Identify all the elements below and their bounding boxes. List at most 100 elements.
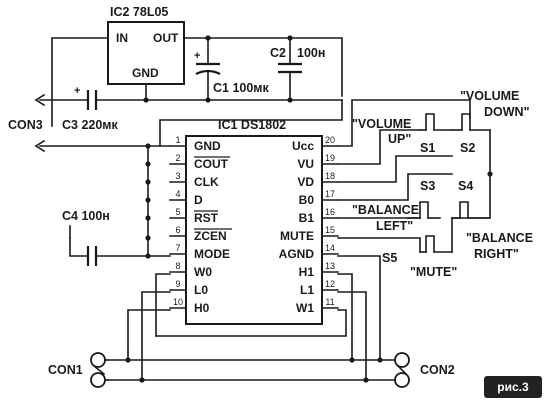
pin-name: Ucc [292, 139, 314, 153]
s3-label: S3 [420, 179, 435, 193]
wire-gnd-to-pin1 [159, 99, 343, 147]
junction-pin4 [145, 197, 151, 203]
main-ic-right-pins: 20Ucc19VU18VD17B016B115MUTE14AGND13H112L… [279, 135, 339, 315]
pin-name: RST [194, 211, 219, 225]
pin-number: 18 [325, 171, 335, 181]
pin-number: 2 [175, 153, 180, 163]
junction-pin7 [145, 253, 151, 259]
c1-plate-bottom [195, 69, 221, 75]
balance-left-line2: LEFT" [376, 219, 413, 233]
pin-name: AGND [279, 247, 315, 261]
pin-18: 18 VD [297, 171, 339, 189]
s1-label: S1 [420, 141, 435, 155]
pin-number: 6 [175, 225, 180, 235]
s4-actuator [459, 201, 469, 219]
pin-name: ZCEN [194, 229, 227, 243]
balance-left-line1: "BALANCE [352, 203, 419, 217]
pin-1: 1 GND [169, 135, 221, 153]
wire-in [51, 37, 109, 127]
left-bus: C4 100н [62, 99, 343, 266]
pin-name: H1 [299, 265, 315, 279]
pin-name: B1 [299, 211, 315, 225]
pin-number: 11 [325, 297, 334, 307]
wire-vd [337, 155, 453, 183]
c3-plus: + [74, 85, 80, 97]
main-ic-body [185, 135, 323, 325]
s2-label: S2 [460, 141, 475, 155]
volume-up-line1: "VOLUME [352, 117, 411, 131]
junction-agnd [377, 357, 383, 363]
pin-number: 3 [175, 171, 180, 181]
c1-plus: + [194, 50, 200, 62]
junction-h0 [125, 357, 131, 363]
pin-number: 10 [173, 297, 183, 307]
pin-number: 16 [325, 207, 335, 217]
pin-number: 5 [175, 207, 180, 217]
pin-number: 9 [175, 279, 180, 289]
pin-number: 19 [325, 153, 335, 163]
regulator-title: IC2 78L05 [110, 5, 168, 19]
mute-label: "MUTE" [410, 265, 457, 279]
arrow-con3-upper [34, 93, 46, 107]
wire-out-rail [183, 37, 343, 97]
wire-ucc [337, 99, 471, 147]
pin-11: 11 W1 [296, 297, 339, 315]
wire-w1 [155, 309, 347, 337]
s5-actuator [425, 235, 435, 253]
volume-up-line2: UP" [388, 132, 411, 146]
wire-c4-left [69, 237, 89, 257]
pin-name: H0 [194, 301, 210, 315]
junction-pin5 [145, 215, 151, 221]
wire-b0 [337, 173, 453, 201]
pin-name: MODE [194, 247, 230, 261]
pin-10: 10 H0 [169, 297, 210, 315]
pin-name: GND [194, 139, 221, 153]
pin-name: W1 [296, 301, 314, 315]
pin-number: 12 [325, 279, 335, 289]
regulator-wiring: + C1 100мк C2 100н [51, 35, 343, 127]
switch-s2: S2 [451, 113, 491, 155]
balance-right-line1: "BALANCE [466, 231, 533, 245]
figure-label: рис.3 [497, 380, 529, 394]
c4-label: C4 100н [62, 209, 110, 223]
con2-jack-top [394, 352, 410, 368]
pin-name: D [194, 193, 203, 207]
con3-label: CON3 [8, 118, 43, 132]
figure-badge: рис.3 [484, 376, 542, 398]
switch-captions: "VOLUME UP" "VOLUME DOWN" "BALANCE LEFT"… [352, 89, 533, 279]
regulator-gnd-label: GND [132, 66, 159, 80]
wire-h0 [127, 309, 171, 353]
wire-l1 [337, 291, 367, 381]
junction-pin3 [145, 179, 151, 185]
switch-wiring [337, 99, 493, 253]
con2-label: CON2 [420, 363, 455, 377]
pin-name: B0 [299, 193, 315, 207]
con1-jack-link [92, 364, 106, 376]
pin-name: VD [297, 175, 314, 189]
pin-number: 1 [175, 135, 180, 145]
junction-pin1 [145, 143, 151, 149]
c2-label: C2 [270, 46, 286, 60]
con1-jack-bottom [90, 372, 106, 388]
switch-s1: S1 [419, 113, 453, 155]
wire-mute [337, 237, 421, 253]
switch-s3: S3 [407, 179, 441, 219]
junction-pin6 [145, 235, 151, 241]
junction-c2-bottom [287, 97, 293, 103]
wire-w0 [155, 273, 171, 337]
c2-value: 100н [297, 46, 325, 60]
pin-number: 13 [325, 261, 335, 271]
s1-actuator [425, 113, 435, 131]
con2-jack-bottom [394, 372, 410, 388]
s5-label: S5 [382, 251, 397, 265]
